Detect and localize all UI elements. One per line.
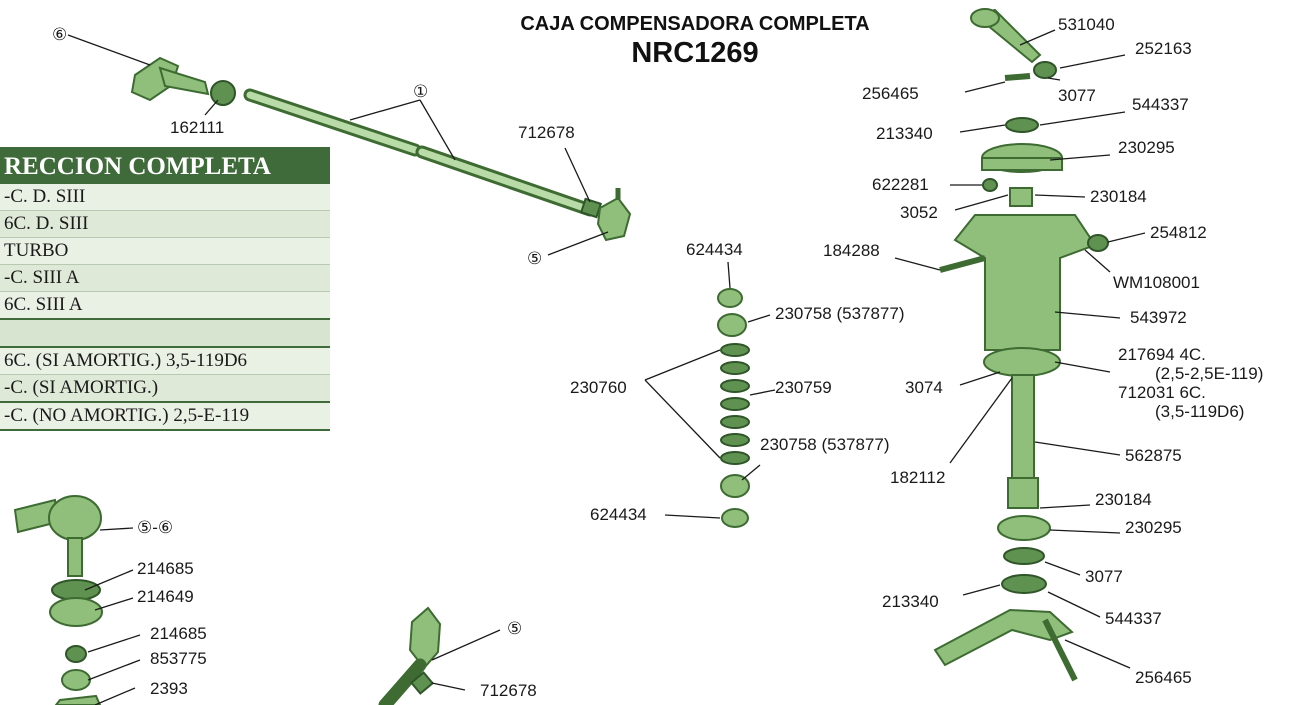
part-624434-top [717, 288, 743, 308]
bottom-clamp [409, 671, 435, 695]
label-214685-b: 214685 [150, 624, 207, 643]
part-214649 [49, 597, 103, 627]
table-row: -C. (SI AMORTIG.) [0, 375, 330, 403]
label-230758-bottom: 230758 (537877) [760, 435, 890, 454]
flange-3074 [983, 347, 1061, 377]
label-230759: 230759 [775, 378, 832, 397]
compensator-assembly [933, 8, 1109, 682]
label-184288: 184288 [823, 241, 880, 260]
label-562875: 562875 [1125, 446, 1182, 465]
washer-3077-bottom [1003, 547, 1045, 565]
part-624434-bottom [721, 508, 749, 528]
label-213340-top: 213340 [876, 124, 933, 143]
label-230295-bottom: 230295 [1125, 518, 1182, 537]
table-row: 6C. D. SIII [0, 211, 330, 238]
washer-544337-top [1005, 117, 1039, 133]
left-ball-joint-stem [158, 66, 210, 96]
diagram-title: CAJA COMPENSADORA COMPLETA NRC1269 [520, 13, 869, 69]
part-230184-top [1009, 187, 1033, 207]
leader-lines [67, 29, 1146, 705]
ball-joint-head [48, 495, 102, 541]
part-214685-b [65, 645, 87, 663]
label-624434-top: 624434 [686, 240, 743, 259]
table-row: -C. D. SIII [0, 184, 330, 211]
label-230758-top: 230758 (537877) [775, 304, 905, 323]
label-712678-top: 712678 [518, 123, 575, 142]
part-230758-bottom [720, 474, 750, 498]
shaft-562875 [1011, 374, 1035, 481]
label-230184-top: 230184 [1090, 187, 1147, 206]
label-624434-bottom: 624434 [590, 505, 647, 524]
bolt-184288 [939, 255, 986, 273]
label-ref-1: ① [413, 82, 428, 101]
label-544337-bottom: 544337 [1105, 609, 1162, 628]
bolt-256465-top [1004, 73, 1031, 81]
label-3077-top: 3077 [1058, 86, 1096, 105]
bottom-tie-rod-end [378, 606, 442, 705]
label-3074: 3074 [905, 378, 943, 397]
part-213340-bottom [1001, 574, 1047, 594]
label-ref-5-6: ⑤-⑥ [137, 518, 173, 537]
label-3052: 3052 [900, 203, 938, 222]
label-ref-5-top: ⑤ [527, 249, 542, 268]
ball-joint-shank [67, 537, 83, 577]
label-217694-sub: (2,5-2,5E-119) [1155, 364, 1263, 383]
bottom-ball-joint [408, 606, 442, 670]
part-2393 [54, 694, 102, 705]
label-3077-bottom: 3077 [1085, 567, 1123, 586]
part-230295-bottom [997, 515, 1051, 541]
part-labels: ⑥ ① 162111 712678 ⑤ ⑤-⑥ 214685 214649 21… [52, 15, 1263, 700]
label-254812: 254812 [1150, 223, 1207, 242]
label-256465-top: 256465 [862, 84, 919, 103]
label-214685-a: 214685 [137, 559, 194, 578]
label-544337-top: 544337 [1132, 95, 1189, 114]
clamp-712678 [579, 197, 603, 219]
table-row: TURBO [0, 238, 330, 265]
part-853775 [61, 669, 91, 691]
part-622281 [982, 178, 998, 192]
label-162111: 162111 [170, 118, 224, 137]
table-row: -C. (NO AMORTIG.) 2,5-E-119 [0, 403, 330, 431]
label-wm108001: WM108001 [1113, 273, 1200, 292]
label-230295-top: 230295 [1118, 138, 1175, 157]
label-543972: 543972 [1130, 308, 1187, 327]
label-182112: 182112 [890, 468, 945, 487]
label-853775: 853775 [150, 649, 207, 668]
label-252163: 252163 [1135, 39, 1192, 58]
nut-162111 [210, 80, 236, 106]
label-ref-5-bottom: ⑤ [507, 619, 522, 638]
table-row: -C. SIII A [0, 265, 330, 292]
label-217694: 217694 4C. [1118, 345, 1206, 364]
label-ref-6: ⑥ [52, 25, 67, 44]
damper-stack [717, 288, 750, 528]
nut-252163 [1033, 61, 1057, 79]
part-230758-top [717, 313, 747, 337]
table-header: RECCION COMPLETA [0, 147, 330, 184]
label-230184-bottom: 230184 [1095, 490, 1152, 509]
label-712678-bottom: 712678 [480, 681, 537, 700]
bottom-arm [933, 608, 1074, 667]
part-254812 [1087, 234, 1109, 252]
ball-joint-exploded [13, 495, 103, 705]
label-531040: 531040 [1058, 15, 1115, 34]
label-256465-bottom: 256465 [1135, 668, 1192, 687]
housing-543972 [953, 214, 1097, 351]
label-214649: 214649 [137, 587, 194, 606]
table-row [0, 320, 330, 348]
label-230760: 230760 [570, 378, 627, 397]
bolt-256465-bottom [1042, 618, 1078, 682]
title-line1: CAJA COMPENSADORA COMPLETA [520, 13, 869, 35]
title-line2: NRC1269 [631, 37, 758, 69]
tie-rod-assembly [130, 56, 632, 242]
table-row: 6C. (SI AMORTIG.) 3,5-119D6 [0, 348, 330, 375]
label-712031-sub: (3,5-119D6) [1155, 402, 1244, 421]
table-row: 6C. SIII A [0, 292, 330, 320]
label-712031: 712031 6C. [1118, 383, 1206, 402]
part-230184-bottom [1007, 477, 1039, 509]
label-622281: 622281 [872, 175, 929, 194]
label-213340-bottom: 213340 [882, 592, 939, 611]
application-table: RECCION COMPLETA -C. D. SIII 6C. D. SIII… [0, 147, 330, 431]
label-2393: 2393 [150, 679, 188, 698]
